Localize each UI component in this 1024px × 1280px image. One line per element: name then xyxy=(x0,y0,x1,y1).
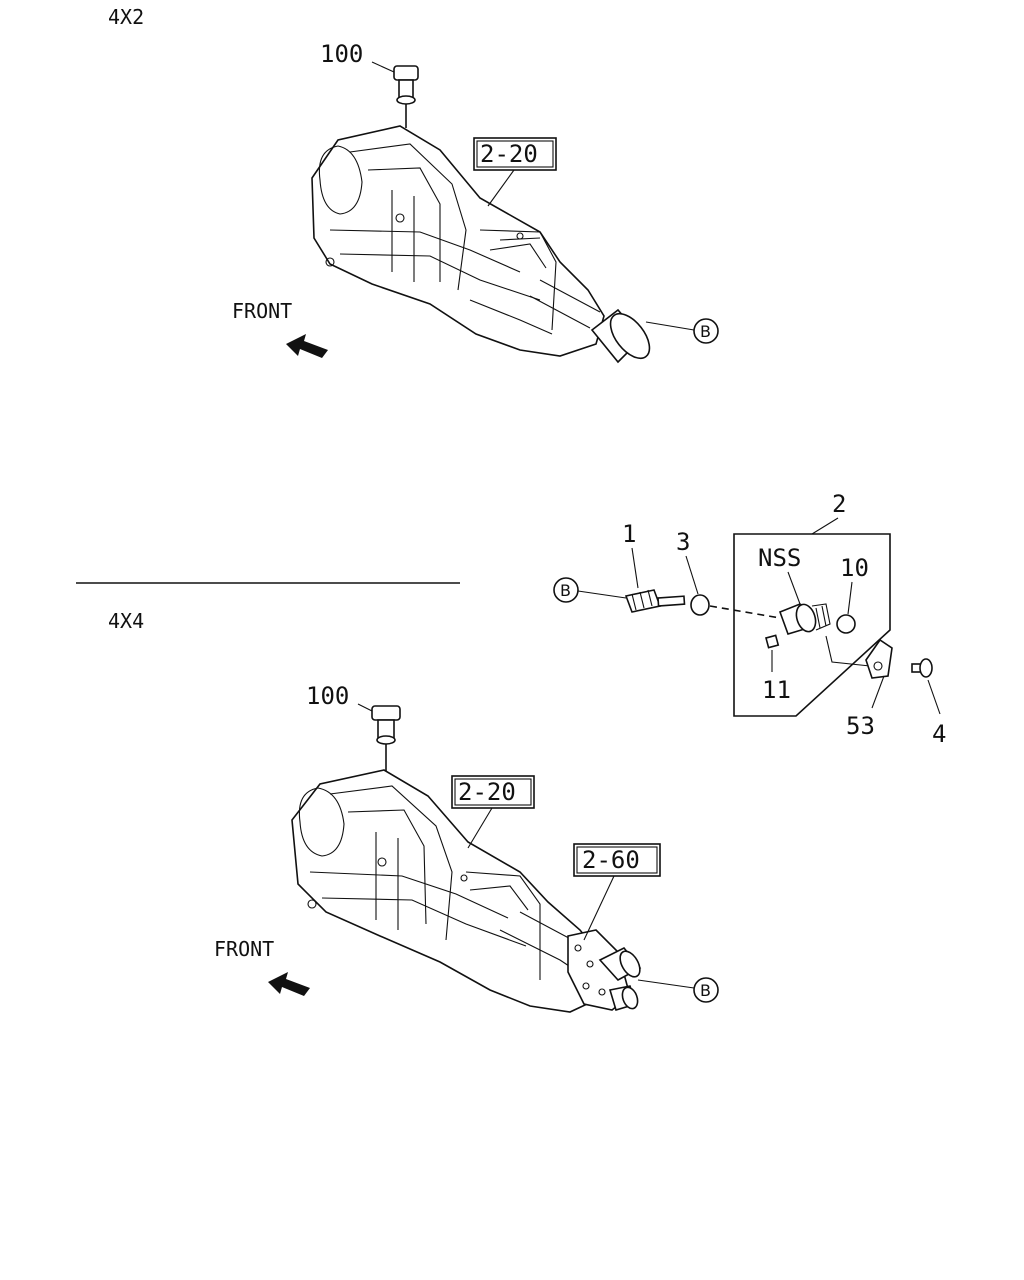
leader-b-detail xyxy=(577,590,627,599)
front-label-bottom: FRONT xyxy=(214,937,274,961)
o-ring-part-3 xyxy=(690,594,710,616)
callout-nss: NSS xyxy=(758,544,801,572)
bracket-part-53 xyxy=(865,638,893,679)
svg-text:B: B xyxy=(700,981,711,1000)
section-label-4x4: 4X4 xyxy=(108,609,144,633)
leader-nss xyxy=(787,571,801,605)
callout-100-top: 100 xyxy=(320,40,363,68)
ref-box-2-60: 2-60 xyxy=(573,843,661,877)
plug-part-100-bottom xyxy=(371,705,401,772)
front-arrow-bottom-icon xyxy=(268,972,310,996)
leader-100-top xyxy=(371,61,395,73)
leader-53 xyxy=(871,675,885,709)
leader-2-20-bottom xyxy=(467,807,493,849)
callout-53: 53 xyxy=(846,712,875,740)
leader-b-top xyxy=(645,321,695,331)
front-arrow-top-icon xyxy=(286,334,328,358)
callout-100-bottom: 100 xyxy=(306,682,349,710)
svg-text:B: B xyxy=(700,322,711,341)
pin-part-11 xyxy=(765,634,780,649)
leader-2-20-top xyxy=(487,169,515,207)
circle-b-detail: B xyxy=(553,577,579,603)
ref-box-2-20-bottom: 2-20 xyxy=(451,775,535,809)
callout-1: 1 xyxy=(622,520,636,548)
svg-text:B: B xyxy=(560,581,571,600)
dashed-assembly-line xyxy=(709,605,781,619)
output-shaft-4x2 xyxy=(590,308,651,364)
svg-text:2-20: 2-20 xyxy=(480,140,538,168)
callout-11: 11 xyxy=(762,676,791,704)
driven-gear-part-1 xyxy=(624,589,686,613)
transfer-case-4x4 xyxy=(567,929,642,1011)
callout-2: 2 xyxy=(832,490,846,518)
neutral-switch-sensor xyxy=(778,602,831,635)
circle-b-bottom: B xyxy=(693,977,719,1003)
transmission-4x4 xyxy=(291,769,607,1013)
plug-part-100-top xyxy=(393,65,419,128)
circle-b-top: B xyxy=(693,318,719,344)
leader-4 xyxy=(927,679,941,715)
leader-b-bottom xyxy=(637,979,695,989)
leader-1 xyxy=(631,547,639,589)
callout-10: 10 xyxy=(840,554,869,582)
callout-3: 3 xyxy=(676,528,690,556)
front-label-top: FRONT xyxy=(232,299,292,323)
svg-text:2-20: 2-20 xyxy=(458,778,516,806)
svg-text:2-60: 2-60 xyxy=(582,846,640,874)
group-box-2 xyxy=(733,533,891,717)
leader-2 xyxy=(811,517,839,535)
transmission-4x2 xyxy=(311,125,605,357)
ref-box-2-20-top: 2-20 xyxy=(473,137,557,171)
nut-part-10 xyxy=(836,614,856,634)
leader-3 xyxy=(685,555,699,595)
leader-2-60 xyxy=(583,875,615,941)
leader-10 xyxy=(847,581,853,615)
leader-bracket-link xyxy=(825,635,871,667)
section-label-4x2: 4X2 xyxy=(108,5,144,29)
callout-4: 4 xyxy=(932,720,946,748)
bolt-part-4 xyxy=(911,658,933,678)
